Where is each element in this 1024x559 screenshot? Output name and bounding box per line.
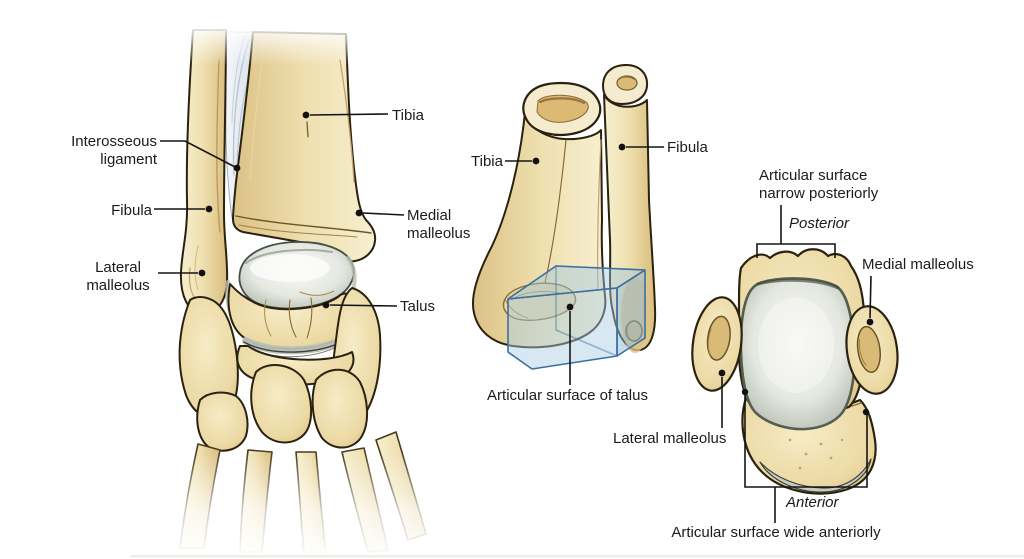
label-medial-malleolus-left: Medial malleolus <box>407 207 471 242</box>
label-anterior: Anterior <box>786 494 839 511</box>
panel-talus-superior-view <box>691 248 899 495</box>
tibia-distal-shape <box>472 81 607 349</box>
medial-malleolus-facet-shape <box>845 305 899 395</box>
label-posterior: Posterior <box>789 215 850 232</box>
label-fibula-left: Fibula <box>111 202 152 219</box>
label-interosseous-ligament: Interosseous ligament <box>71 133 157 168</box>
tarsal-bones-shapes <box>178 287 382 452</box>
lateral-malleolus-facet-shape <box>691 296 743 392</box>
label-articular-surface-wide-anteriorly: Articular surface wide anteriorly <box>671 524 881 541</box>
label-articular-surface-narrow-posteriorly: Articular surface narrow posteriorly <box>759 167 879 202</box>
leader-dots <box>198 111 874 416</box>
label-fibula-middle: Fibula <box>667 139 708 156</box>
articular-surface-box-shape <box>507 265 646 370</box>
label-tibia-left: Tibia <box>392 107 424 124</box>
talus-trochlea-cartilage-shape <box>739 277 856 431</box>
leader-lines <box>154 113 872 523</box>
label-articular-surface-of-talus: Articular surface of talus <box>487 387 648 404</box>
label-medial-malleolus-right: Medial malleolus <box>862 256 974 273</box>
panel-tibia-fibula-distal-view <box>472 64 657 370</box>
label-talus: Talus <box>400 298 436 315</box>
label-lateral-malleolus-left: Lateral malleolus <box>86 259 150 294</box>
panel-ankle-anterior-view <box>128 28 1024 559</box>
label-tibia-middle: Tibia <box>471 153 503 170</box>
label-lateral-malleolus-right: Lateral malleolus <box>613 430 727 447</box>
tibia-bone-shape <box>232 31 377 263</box>
talar-dome-cartilage-shape <box>225 241 357 322</box>
